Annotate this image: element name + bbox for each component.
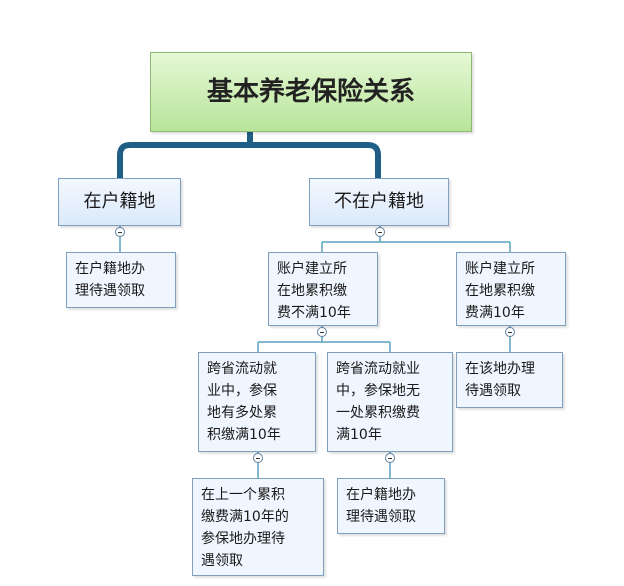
result-last-10-year-place: 在上一个累积 缴费满10年的 参保地办理待 遇领取 bbox=[192, 478, 324, 576]
connector-root bbox=[117, 142, 381, 178]
connector-non-hukou bbox=[321, 226, 511, 252]
subcondition-multiple-10-years: 跨省流动就 业中，参保 地有多处累 积缴满10年 bbox=[198, 352, 316, 452]
collapse-icon[interactable] bbox=[505, 327, 515, 337]
collapse-icon[interactable] bbox=[375, 227, 385, 237]
collapse-icon[interactable] bbox=[253, 453, 263, 463]
collapse-icon[interactable] bbox=[115, 227, 125, 237]
collapse-icon[interactable] bbox=[317, 327, 327, 337]
condition-under-10-years: 账户建立所 在地累积缴 费不满10年 bbox=[268, 252, 378, 326]
collapse-icon[interactable] bbox=[385, 453, 395, 463]
result-hukou: 在户籍地办 理待遇领取 bbox=[66, 252, 176, 308]
node-in-hukou: 在户籍地 bbox=[58, 178, 181, 226]
subcondition-no-10-years: 跨省流动就业 中，参保地无 一处累积缴费 满10年 bbox=[327, 352, 453, 452]
root-node: 基本养老保险关系 bbox=[150, 52, 472, 132]
result-hukou-2: 在户籍地办 理待遇领取 bbox=[337, 478, 445, 534]
result-local: 在该地办理 待遇领取 bbox=[456, 352, 563, 408]
node-not-in-hukou: 不在户籍地 bbox=[309, 178, 449, 226]
condition-10-years: 账户建立所 在地累积缴 费满10年 bbox=[456, 252, 566, 326]
